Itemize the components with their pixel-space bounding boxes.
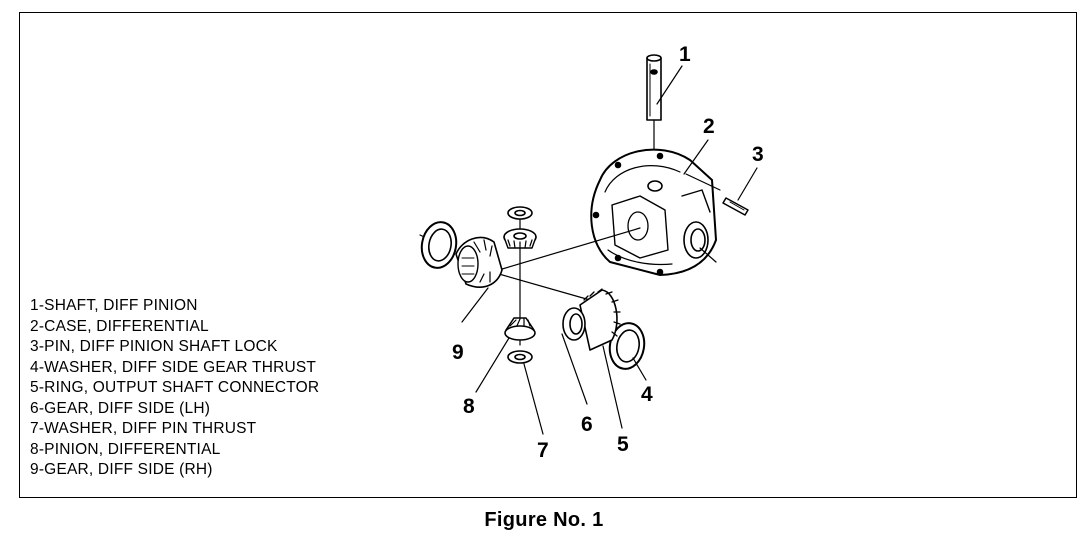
callout-5: 5 bbox=[617, 433, 629, 456]
parts-legend: 1-SHAFT, DIFF PINION 2-CASE, DIFFERENTIA… bbox=[30, 296, 319, 481]
legend-item: 1-SHAFT, DIFF PINION bbox=[30, 297, 198, 314]
side-gear-rh bbox=[455, 236, 503, 288]
legend-item: 6-GEAR, DIFF SIDE (LH) bbox=[30, 399, 211, 417]
legend-item: 4-WASHER, DIFF SIDE GEAR THRUST bbox=[30, 358, 317, 376]
figure-frame bbox=[19, 12, 1077, 498]
pinion-shaft bbox=[646, 54, 662, 187]
side-gear-lh bbox=[562, 288, 621, 351]
differential-pinion-lower bbox=[504, 317, 536, 341]
differential-pinion-upper bbox=[503, 228, 537, 249]
legend-item: 8-PINION, DIFFERENTIAL bbox=[30, 440, 221, 458]
callout-1: 1 bbox=[679, 43, 691, 66]
legend-item: 5-RING, OUTPUT SHAFT CONNECTOR bbox=[30, 379, 320, 396]
callout-8: 8 bbox=[463, 395, 475, 418]
callout-4: 4 bbox=[641, 383, 653, 406]
callout-9: 9 bbox=[452, 341, 464, 364]
figure-caption: Figure No. 1 bbox=[484, 509, 604, 531]
pin-thrust-washer-lower bbox=[507, 350, 533, 364]
callout-3: 3 bbox=[752, 143, 764, 166]
legend-item: 7-WASHER, DIFF PIN THRUST bbox=[30, 420, 257, 437]
legend-item: 3-PIN, DIFF PINION SHAFT LOCK bbox=[30, 338, 278, 355]
callout-7: 7 bbox=[537, 439, 549, 462]
shaft-lock-pin bbox=[722, 197, 749, 216]
side-gear-thrust-washer-left bbox=[420, 221, 458, 269]
differential-case bbox=[590, 148, 717, 276]
callout-2: 2 bbox=[703, 115, 715, 138]
pin-thrust-washer-upper bbox=[507, 206, 533, 220]
callout-6: 6 bbox=[581, 413, 593, 436]
legend-item: 2-CASE, DIFFERENTIAL bbox=[30, 317, 209, 335]
legend-item: 9-GEAR, DIFF SIDE (RH) bbox=[30, 461, 213, 478]
side-gear-thrust-washer-right bbox=[608, 322, 646, 370]
